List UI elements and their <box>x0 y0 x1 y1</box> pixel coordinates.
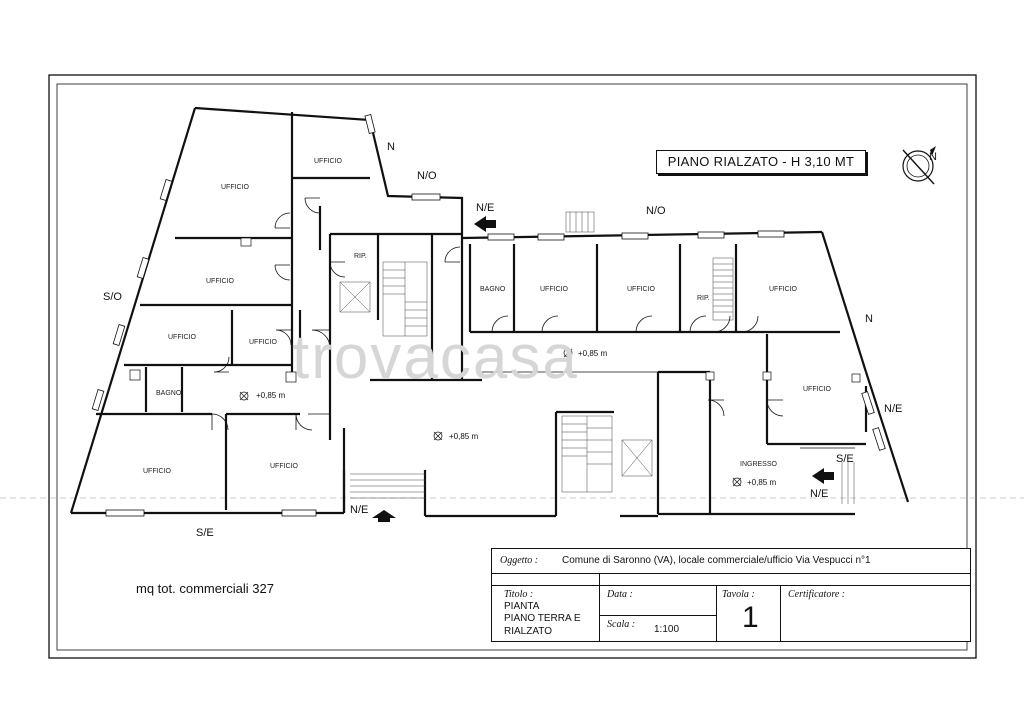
room-label-bagno-1: BAGNO <box>156 390 182 397</box>
tavola-value: 1 <box>742 601 759 634</box>
level-label-1: +0,85 m <box>256 391 285 400</box>
title-block-divider <box>492 573 970 574</box>
room-label-bagno-2: BAGNO <box>480 286 506 293</box>
room-label-ufficio-9: UFFICIO <box>627 286 656 293</box>
orientation-ne-bottom: N/E <box>350 504 368 516</box>
inner-frame <box>56 83 968 651</box>
scala-label: Scala : <box>607 619 636 630</box>
room-label-ufficio-3: UFFICIO <box>206 278 235 285</box>
room-label-ingresso: INGRESSO <box>740 461 778 468</box>
total-commercial-area: mq tot. commerciali 327 <box>136 581 274 596</box>
room-label-ufficio-7: UFFICIO <box>270 463 299 470</box>
room-label-ufficio-1: UFFICIO <box>221 184 250 191</box>
orientation-ne-bottom-right: N/E <box>810 488 828 500</box>
level-label-4: +0,85 m <box>747 478 776 487</box>
titolo-line-2: PIANO TERRA E <box>504 613 581 624</box>
title-block: Oggetto : Comune di Saronno (VA), locale… <box>491 548 971 642</box>
orientation-se-right: S/E <box>836 453 854 465</box>
orientation-n-top: N <box>387 141 395 153</box>
outer-frame <box>48 74 977 659</box>
tavola-label: Tavola : <box>722 589 755 600</box>
title-block-col-2 <box>716 585 717 641</box>
plan-title: PIANO RIALZATO - H 3,10 MT <box>656 150 866 174</box>
room-label-ufficio-11: UFFICIO <box>803 386 832 393</box>
room-label-rip-1: RIP. <box>354 253 367 260</box>
level-markers <box>239 348 742 487</box>
titolo-line-1: PIANTA <box>504 601 540 612</box>
compass-north-label: N <box>929 151 937 163</box>
orientation-so-left: S/O <box>103 291 122 303</box>
room-label-ufficio-5: UFFICIO <box>249 339 278 346</box>
right-wing <box>461 216 910 516</box>
title-block-col-1 <box>599 573 600 641</box>
title-block-divider-2 <box>492 585 970 586</box>
data-label: Data : <box>607 589 633 600</box>
titolo-label: Titolo : <box>504 589 534 600</box>
room-label-rip-2: RIP. <box>697 295 710 302</box>
titolo-line-3: RIALZATO <box>504 626 552 637</box>
orientation-ne-right: N/E <box>884 403 902 415</box>
room-label-ufficio-4: UFFICIO <box>168 334 197 341</box>
level-label-2: +0,85 m <box>449 432 478 441</box>
room-label-ufficio-2: UFFICIO <box>314 158 343 165</box>
orientation-no-top-1: N/O <box>417 170 437 182</box>
room-label-ufficio-10: UFFICIO <box>769 286 798 293</box>
orientation-no-top-2: N/O <box>646 205 666 217</box>
orientation-ne-entry-top: N/E <box>476 202 494 214</box>
orientation-n-right: N <box>865 313 873 325</box>
orientation-se-bottom: S/E <box>196 527 214 539</box>
title-block-divider-3 <box>599 615 716 616</box>
certificatore-label: Certificatore : <box>788 589 846 600</box>
oggetto-value: Comune di Saronno (VA), locale commercia… <box>562 555 871 566</box>
oggetto-label: Oggetto : <box>500 555 539 566</box>
title-block-col-3 <box>780 585 781 641</box>
room-label-ufficio-8: UFFICIO <box>540 286 569 293</box>
watermark: trovacasa <box>292 323 579 392</box>
scala-value: 1:100 <box>654 624 680 635</box>
room-label-ufficio-6: UFFICIO <box>143 468 172 475</box>
north-compass-icon <box>902 146 936 185</box>
left-wing <box>69 106 464 517</box>
level-label-3: +0,85 m <box>578 349 607 358</box>
